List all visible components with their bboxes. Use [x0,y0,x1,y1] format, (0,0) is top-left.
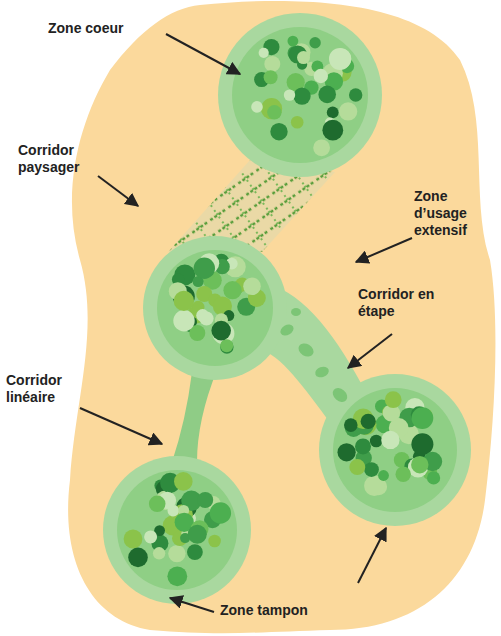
tree-circle [149,496,166,513]
tree-circle [208,535,221,548]
tree-circle [220,339,233,352]
tree-circle [174,291,194,311]
linear-corridor [172,370,217,462]
tree-circle [243,278,261,296]
tree-circle [211,321,231,341]
core-zone [117,470,237,590]
tree-circle [412,407,434,429]
tree-circle [318,86,336,104]
core-zone [157,250,273,366]
tree-circle [355,438,371,454]
tree-circle [194,258,215,279]
tree-circle [187,544,203,560]
tree-circle [264,56,280,72]
tree-circle [267,105,281,119]
extensive-use-zone [68,1,495,633]
tree-circle [199,311,213,325]
core-zone [232,27,368,163]
tree-circle [168,545,185,562]
callout-label: Corridor en étape [358,286,448,320]
tree-circle [338,443,356,461]
tree-circle [370,435,383,448]
tree-circle [322,120,343,141]
tree-circle [144,530,157,543]
tree-circle [381,431,399,449]
tree-circle [297,51,310,64]
tree-circle [264,70,278,84]
tree-circle [270,123,287,140]
callout-label: Zone coeur [48,20,163,37]
tree-circle [128,548,148,568]
tree-circle [313,139,330,156]
tree-circle [293,87,310,104]
callout-label: Corridor paysager [18,142,98,176]
stepping-stones [278,308,350,405]
tree-circle [309,37,320,48]
core-zone [333,388,457,512]
tree-circle [327,107,339,119]
callout-label: Zone d’usage extensif [414,188,498,239]
tree-circle [427,471,440,484]
tree-circle [174,472,193,491]
tree-circle [188,525,207,544]
tree-circle [411,433,433,455]
tree-circle [291,116,304,129]
buffer-zone [218,13,382,177]
tree-circle [396,467,411,482]
tree-circle [378,470,389,481]
tree-circle [349,88,362,101]
tree-circle [411,456,428,473]
tree-circle [223,281,241,299]
tree-circle [251,101,263,113]
tree-circle [288,36,299,47]
tree-circle [173,310,194,331]
tree-circle [210,502,231,523]
tree-circle [153,547,165,559]
callout-label: Corridor linéaire [6,372,92,406]
tree-circle [364,462,379,477]
buffer-zone [143,236,287,380]
tree-circle [197,492,213,508]
callout-label: Zone tampon [220,602,340,619]
leader-arrows [80,34,412,612]
tree-circle [329,48,351,70]
buffer-zone [103,456,251,604]
tree-circle [259,48,269,58]
tree-circle [167,566,187,586]
tree-circle [314,69,328,83]
tree-circle [385,391,402,408]
buffer-zone [319,374,471,526]
tree-circle [124,530,143,549]
tree-circle [344,418,358,432]
tree-circle [339,102,357,120]
tree-circle [284,89,295,100]
tree-circle [361,414,376,429]
tree-circle [261,98,282,119]
tree-circle [349,459,365,475]
